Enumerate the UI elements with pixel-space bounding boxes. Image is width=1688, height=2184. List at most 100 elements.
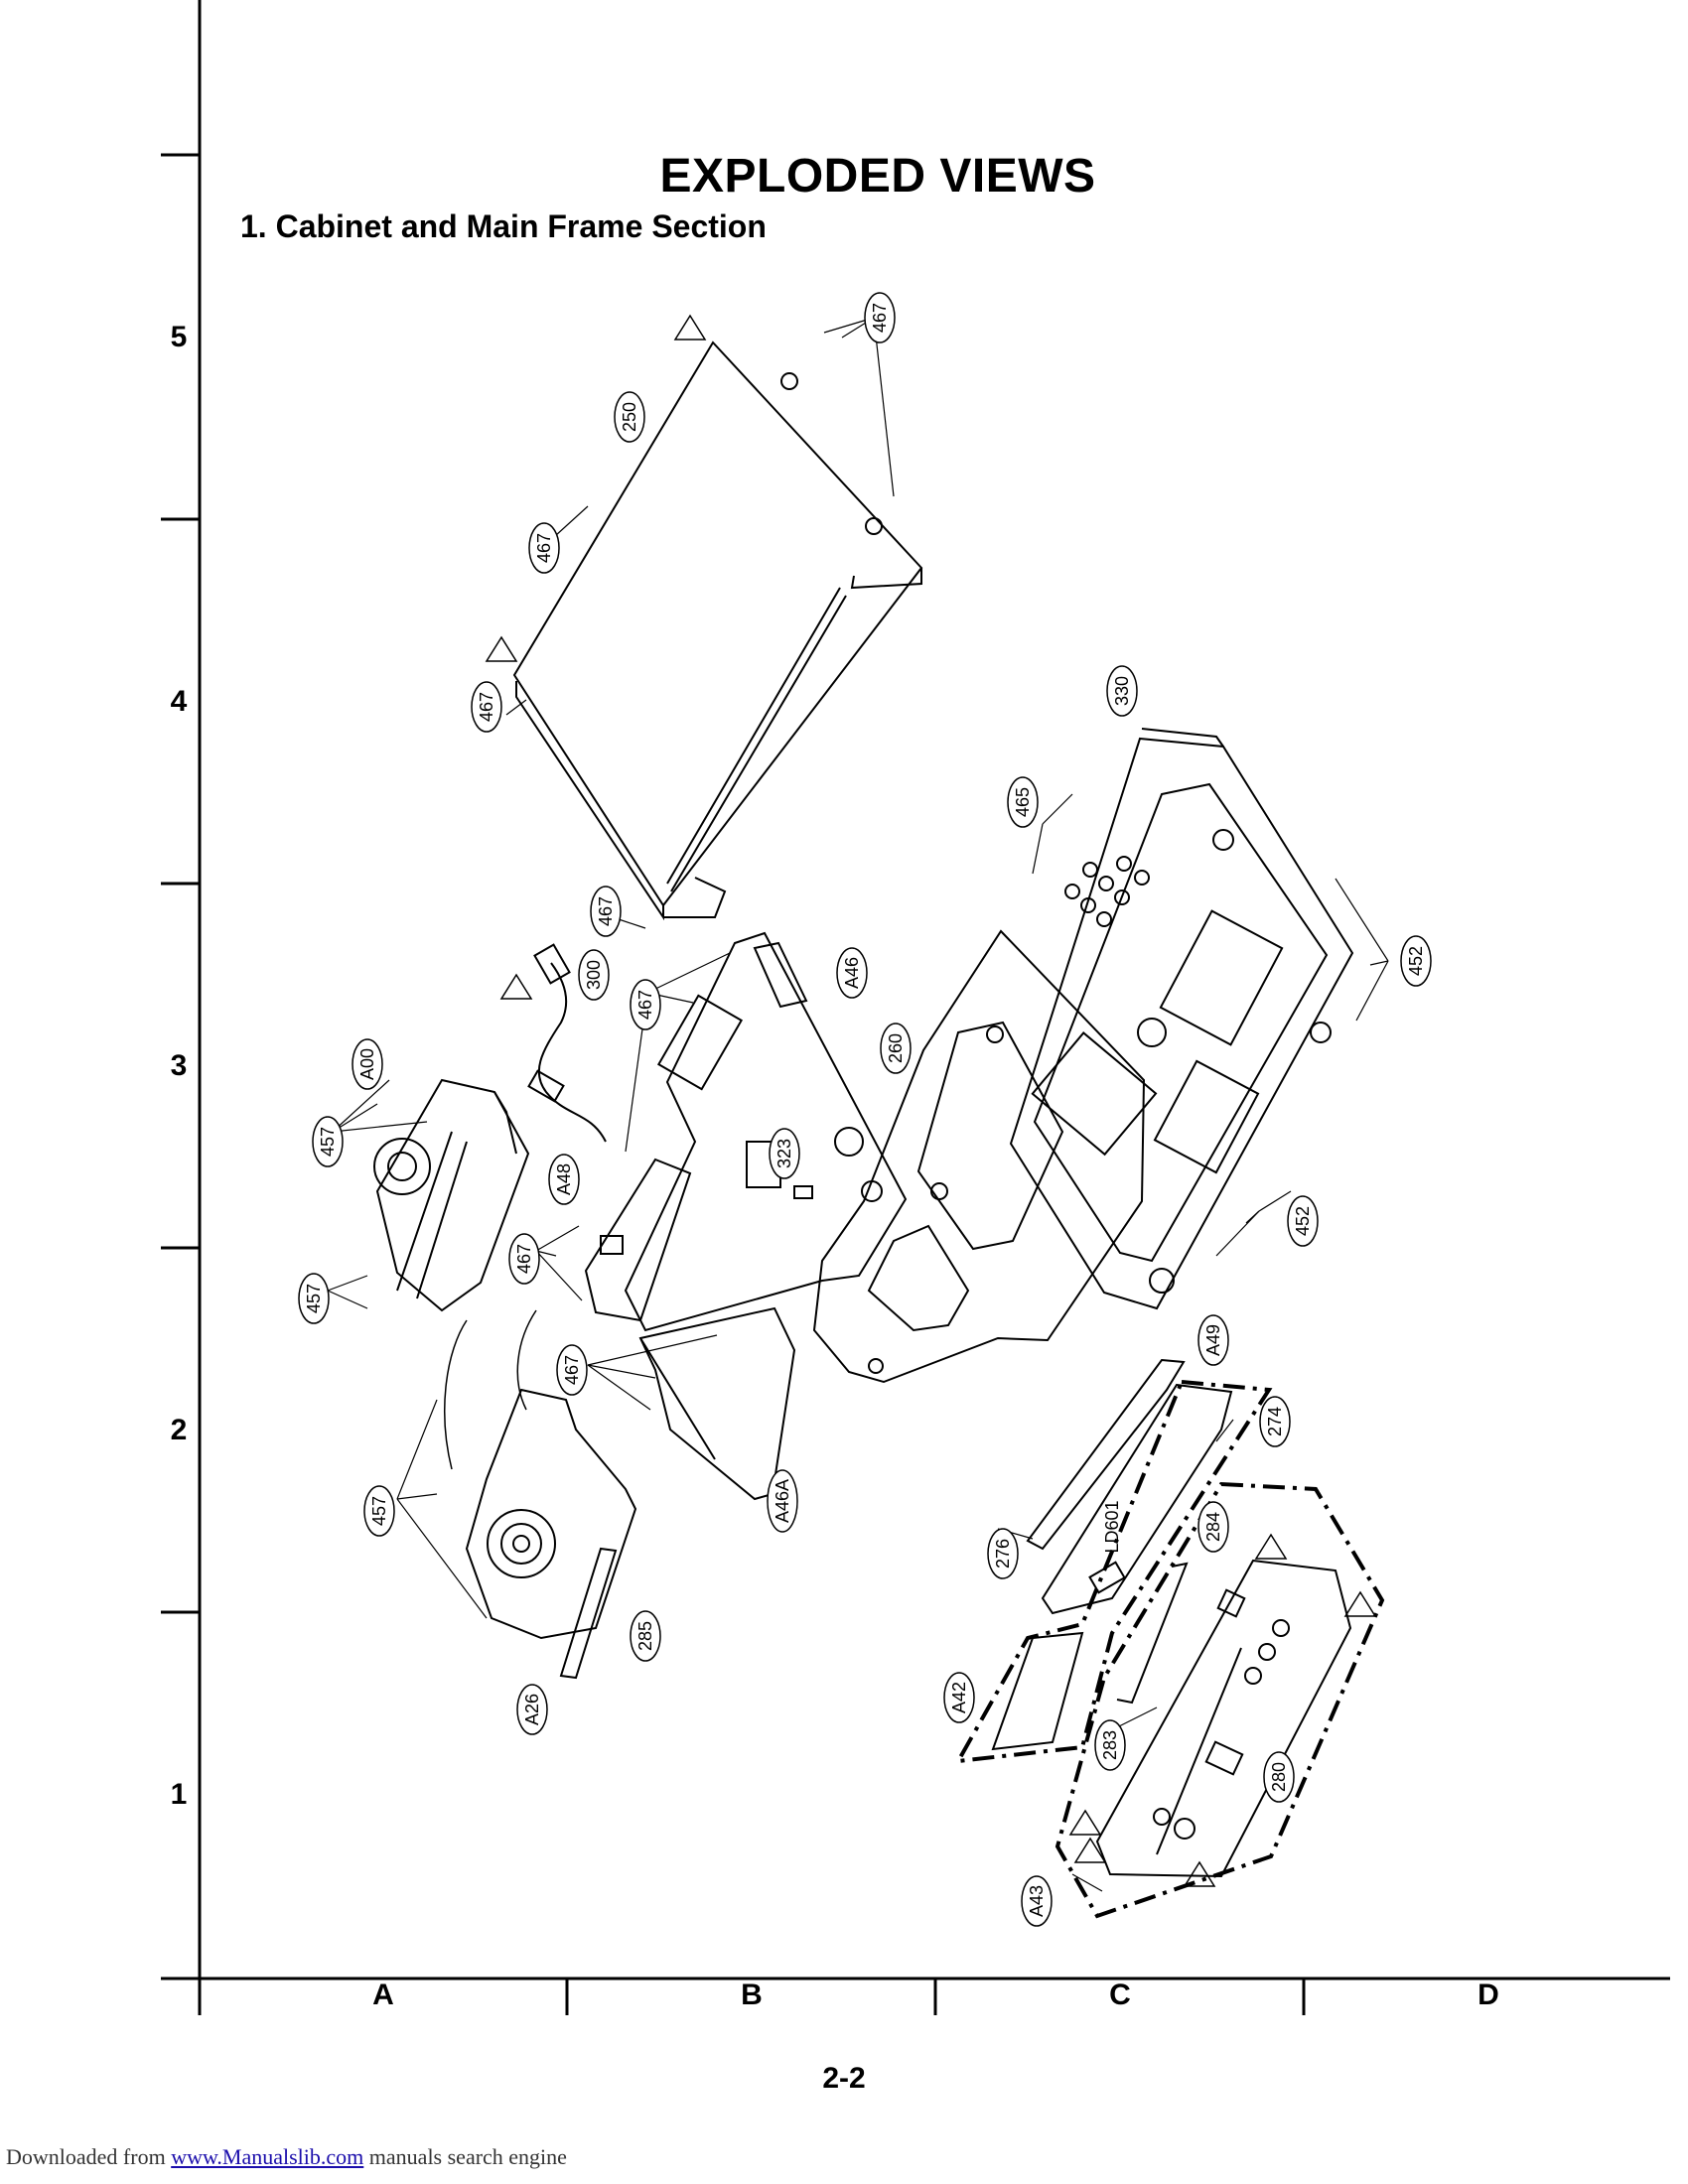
power-cord-drawing — [527, 943, 607, 1143]
part-callout-a42: A42 — [943, 1672, 975, 1723]
callout-label: 467 — [562, 1355, 582, 1385]
callout-label: 467 — [514, 1244, 534, 1274]
callout-bubble — [1259, 1396, 1291, 1447]
main-chassis-drawing — [1009, 728, 1354, 1310]
callout-label: 467 — [534, 533, 554, 563]
part-callout-330: 330 — [1106, 665, 1138, 717]
part-callout-452: 452 — [1287, 1195, 1319, 1247]
callout-bubble — [590, 886, 622, 937]
callout-bubble — [1094, 1719, 1126, 1771]
warning-triangle-icon — [1068, 1809, 1102, 1836]
warning-triangles — [485, 314, 1377, 1887]
callout-label: LD601 — [1102, 1500, 1122, 1553]
part-callout-a00: A00 — [352, 1038, 383, 1090]
callout-label: 283 — [1100, 1730, 1120, 1760]
callout-bubble — [556, 1344, 588, 1396]
part-callout-274: 274 — [1259, 1396, 1291, 1447]
callout-bubble — [508, 1233, 540, 1285]
deck-mechanism-drawing — [444, 1309, 637, 1640]
callout-bubble — [578, 949, 610, 1001]
callout-label: A46A — [773, 1479, 792, 1523]
callout-label: 250 — [620, 402, 639, 432]
part-callout-285: 285 — [630, 1610, 661, 1662]
main-pcb-drawing — [624, 931, 908, 1332]
column-label: B — [741, 1979, 763, 2011]
column-label: A — [372, 1979, 394, 2011]
callout-bubble — [528, 522, 560, 574]
part-callout-280: 280 — [1263, 1751, 1295, 1803]
callout-label: A42 — [949, 1682, 969, 1713]
callout-bubble — [471, 681, 502, 733]
callout-label: 467 — [870, 303, 890, 333]
callout-bubble — [1197, 1501, 1229, 1553]
callout-label: 280 — [1269, 1762, 1289, 1792]
callout-bubble — [1400, 935, 1432, 987]
callout-label: A49 — [1203, 1324, 1223, 1356]
callout-label: 467 — [596, 896, 616, 926]
callout-label: A00 — [357, 1048, 377, 1080]
part-callout-283: 283 — [1094, 1719, 1126, 1771]
part-callout-a49: A49 — [1197, 1314, 1229, 1366]
section-title: 1. Cabinet and Main Frame Section — [240, 208, 767, 244]
column-label: D — [1477, 1979, 1499, 2011]
row-label: 4 — [170, 685, 188, 718]
part-callout-276: 276 — [987, 1528, 1019, 1579]
warning-triangle-icon — [1343, 1590, 1377, 1617]
part-callout-467: 467 — [864, 292, 896, 343]
callout-label: 457 — [318, 1127, 338, 1157]
top-cover-drawing — [512, 341, 923, 921]
part-callout-284: 284 — [1197, 1501, 1229, 1553]
part-callout-300: 300 — [578, 949, 610, 1001]
part-callout-457: 457 — [312, 1116, 344, 1167]
callout-label: 323 — [774, 1139, 794, 1168]
callout-label: 284 — [1203, 1512, 1223, 1542]
callout-label: 260 — [886, 1033, 906, 1063]
a42-panel-drawing — [991, 1631, 1084, 1751]
callout-label: 452 — [1406, 946, 1426, 976]
manualslib-link[interactable]: www.Manualslib.com — [171, 2144, 364, 2169]
callout-bubble — [864, 292, 896, 343]
callout-bubble — [1263, 1751, 1295, 1803]
callout-bubble — [352, 1038, 383, 1090]
part-callout-457: 457 — [298, 1273, 330, 1324]
callout-bubble — [880, 1023, 912, 1074]
part-callout-452: 452 — [1400, 935, 1432, 987]
column-label: C — [1109, 1979, 1131, 2011]
part-callout-457: 457 — [363, 1485, 395, 1537]
callout-bubble — [298, 1273, 330, 1324]
row-label: 2 — [170, 1414, 188, 1446]
footer-suffix: manuals search engine — [363, 2144, 567, 2169]
display-bracket-drawing — [1026, 1358, 1233, 1615]
a42-group-outline — [954, 1379, 1273, 1764]
callout-label: 274 — [1265, 1407, 1285, 1436]
warning-triangle-icon — [499, 973, 533, 1000]
callout-label: 452 — [1293, 1206, 1313, 1236]
warning-triangle-icon — [1254, 1533, 1288, 1560]
callout-bubble — [943, 1672, 975, 1723]
page-title: EXPLODED VIEWS — [659, 150, 1096, 203]
pcb-a48-drawing — [584, 1158, 692, 1322]
dvd-loader-drawing — [373, 1078, 530, 1312]
callout-bubble — [614, 391, 645, 443]
part-callout-467: 467 — [630, 979, 661, 1030]
callout-bubble — [1021, 1875, 1053, 1927]
callout-label: 457 — [304, 1284, 324, 1313]
callout-bubble — [1007, 776, 1039, 828]
part-callout-467: 467 — [471, 681, 502, 733]
row-label: 5 — [170, 321, 188, 353]
callout-label: 467 — [635, 990, 655, 1020]
callout-label: 276 — [993, 1539, 1013, 1569]
row-label: 3 — [170, 1049, 188, 1082]
part-callout-467: 467 — [590, 886, 622, 937]
callout-label: 465 — [1013, 787, 1033, 817]
callout-label: 330 — [1112, 676, 1132, 706]
callout-label: 457 — [369, 1496, 389, 1526]
part-callout-a46a: A46A — [767, 1469, 798, 1533]
callout-bubble — [363, 1485, 395, 1537]
callout-label: A43 — [1027, 1885, 1047, 1917]
part-callout-a46: A46 — [836, 947, 868, 999]
part-callout-a43: A43 — [1021, 1875, 1053, 1927]
footer: Downloaded from www.Manualslib.com manua… — [6, 2144, 567, 2170]
